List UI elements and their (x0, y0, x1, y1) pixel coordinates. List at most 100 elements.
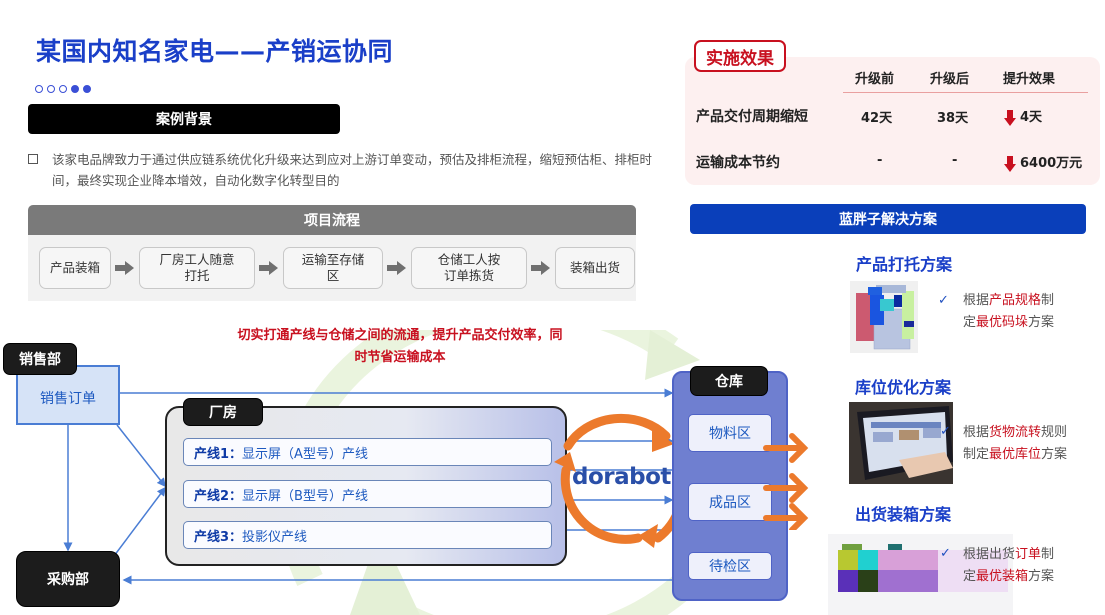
value-effect: 6400万元 (1004, 152, 1083, 172)
process-flow: 产品装箱 厂房工人随意打托 运输至存储区 仓储工人按订单拣货 装箱出货 (28, 235, 636, 301)
highlight-text: 最优码垛 (976, 315, 1029, 330)
row-label: 运输成本节约 (696, 155, 780, 171)
highlight-text: 产品规格 (989, 293, 1042, 308)
arrow-right-icon (527, 261, 555, 275)
divider (843, 92, 1088, 93)
tablet-photo-image (849, 402, 953, 484)
process-step-label: 装箱出货 (569, 260, 620, 275)
text-segment: 规则 (1041, 425, 1068, 440)
arrow-right-icon (111, 261, 139, 275)
solution-description: 根据货物流转规则 制定最优库位方案 (963, 422, 1067, 466)
case-background-header: 案例背景 (28, 104, 340, 134)
effect-value: 4天 (1020, 110, 1043, 125)
line-desc: 显示屏（B型号）产线 (242, 488, 368, 504)
process-step: 运输至存储区 (283, 247, 383, 289)
solution-title: 产品打托方案 (856, 255, 953, 274)
text-segment: 制 (1041, 293, 1055, 308)
solution-title: 出货装箱方案 (855, 505, 952, 524)
column-header: 提升效果 (1003, 72, 1056, 87)
process-header: 项目流程 (28, 205, 636, 235)
value-before: - (877, 153, 883, 168)
page-dot[interactable] (35, 85, 43, 93)
check-icon: ✓ (938, 293, 949, 308)
highlight-text: 订单 (1015, 547, 1042, 562)
highlight-text: 货物流转 (989, 425, 1042, 440)
text-segment: 方案 (1028, 315, 1055, 330)
text-segment: 根据 (963, 425, 990, 440)
warehouse-zone: 物料区 (688, 414, 772, 452)
value-after: 38天 (937, 111, 969, 126)
warehouse-zone: 成品区 (688, 483, 772, 521)
diagram-note: 切实打通产线与仓储之间的流通，提升产品交付效率，同 时节省运输成本 (160, 325, 640, 369)
production-line: 产线2：显示屏（B型号）产线 (183, 480, 552, 508)
process-step-label: 厂房工人随意打托 (159, 252, 235, 283)
page-dot-active[interactable] (71, 85, 79, 93)
solution-description: 根据产品规格制 定最优码垛方案 (963, 290, 1054, 334)
process-step-label: 产品装箱 (49, 260, 100, 275)
sales-order-label: 销售订单 (40, 391, 96, 407)
sales-order-box: 销售订单 (16, 365, 120, 425)
arrow-right-icon (383, 261, 411, 275)
column-header: 升级前 (855, 72, 895, 87)
pallet-stacking-image (850, 281, 918, 353)
page-dot[interactable] (47, 85, 55, 93)
value-after: - (952, 153, 958, 168)
check-icon: ✓ (940, 546, 951, 561)
line-name: 产线2： (194, 488, 243, 504)
production-line: 产线1：显示屏（A型号）产线 (183, 438, 552, 466)
production-line: 产线3：投影仪产线 (183, 521, 552, 549)
purchase-dept-box: 采购部 (16, 551, 120, 607)
results-panel (685, 57, 1100, 185)
checkbox-bullet-icon (28, 154, 38, 164)
pagination-dots (35, 85, 91, 93)
text-segment: 方案 (1028, 569, 1055, 584)
line-name: 产线1： (194, 446, 243, 462)
note-line: 时节省运输成本 (354, 350, 446, 365)
case-background-description: 该家电品牌致力于通过供应链系统优化升级来达到应对上游订单变动，预估及排柜流程，缩… (52, 152, 653, 188)
text-segment: 根据出货 (963, 547, 1016, 562)
line-desc: 显示屏（A型号）产线 (242, 446, 368, 462)
value-effect: 4天 (1004, 106, 1043, 126)
connector-lines (63, 388, 674, 585)
process-step: 装箱出货 (555, 247, 635, 289)
note-line: 切实打通产线与仓储之间的流通，提升产品交付效率，同 (237, 328, 563, 343)
solutions-header: 蓝胖子解决方案 (690, 204, 1086, 234)
solution-description: 根据出货订单制 定最优装箱方案 (963, 544, 1054, 588)
text-segment: 制定 (963, 447, 990, 462)
line-desc: 投影仪产线 (242, 529, 308, 545)
page-dot[interactable] (59, 85, 67, 93)
warehouse-tag: 仓库 (690, 366, 768, 396)
check-icon: ✓ (940, 424, 951, 439)
text-segment: 方案 (1041, 447, 1068, 462)
down-arrow-icon (1004, 109, 1016, 126)
effect-value: 6400万元 (1020, 156, 1083, 171)
process-step: 产品装箱 (39, 247, 111, 289)
arrow-right-icon (255, 261, 283, 275)
line-name: 产线3： (194, 529, 243, 545)
process-step: 仓储工人按订单拣货 (411, 247, 527, 289)
container-loading-image (828, 534, 1013, 615)
dorabot-logo: dorabot (572, 464, 671, 490)
highlight-text: 最优库位 (989, 447, 1042, 462)
page-dot-active[interactable] (83, 85, 91, 93)
text-segment: 制 (1041, 547, 1055, 562)
factory-tag: 厂房 (183, 398, 263, 426)
process-step-label: 运输至存储区 (301, 252, 365, 283)
row-label: 产品交付周期缩短 (696, 109, 808, 125)
text-segment: 定 (963, 315, 977, 330)
outbound-arrows-icon (763, 433, 809, 530)
text-segment: 定 (963, 569, 977, 584)
case-background-text: 该家电品牌致力于通过供应链系统优化升级来达到应对上游订单变动，预估及排柜流程，缩… (28, 149, 668, 191)
value-before: 42天 (861, 111, 893, 126)
solution-title: 库位优化方案 (855, 378, 952, 397)
highlight-text: 最优装箱 (976, 569, 1029, 584)
results-tag: 实施效果 (694, 40, 786, 72)
page-title: 某国内知名家电——产销运协同 (36, 37, 394, 66)
process-step-label: 仓储工人按订单拣货 (437, 252, 501, 283)
down-arrow-icon (1004, 155, 1016, 172)
sales-dept-tag: 销售部 (3, 343, 77, 375)
text-segment: 根据 (963, 293, 990, 308)
warehouse-zone: 待检区 (688, 552, 772, 580)
column-header: 升级后 (930, 72, 970, 87)
process-step: 厂房工人随意打托 (139, 247, 255, 289)
